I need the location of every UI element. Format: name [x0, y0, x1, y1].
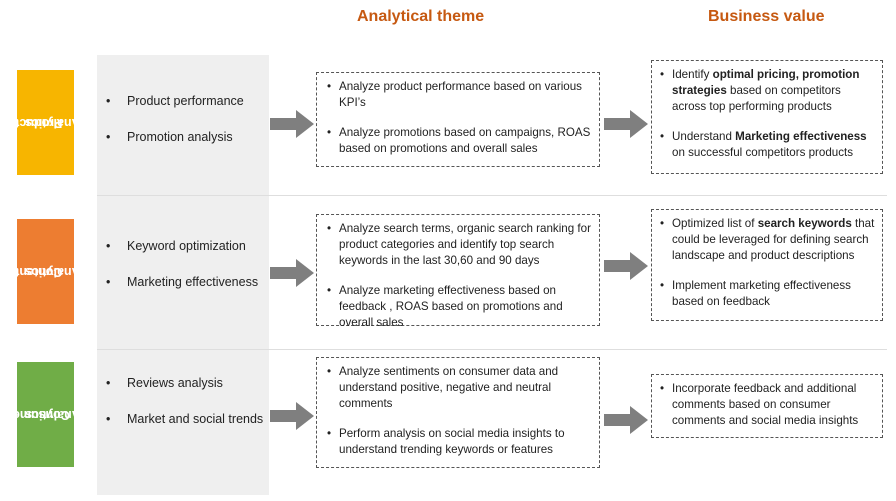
- value-list: Identify optimal pricing, promotion stra…: [654, 67, 878, 161]
- value-text: based on competitors across top performi…: [672, 84, 841, 113]
- value-item: Incorporate feedback and additional comm…: [654, 381, 878, 429]
- focus-item: Marketing effectiveness: [104, 274, 269, 310]
- value-box-content: Optimized list of search keywords that c…: [651, 209, 883, 321]
- value-item: Implement marketing effectiveness based …: [654, 278, 878, 310]
- value-text: that could be leveraged for defining sea…: [672, 217, 875, 262]
- value-text: Optimized list of: [672, 217, 758, 230]
- arrow-right-icon: [270, 110, 314, 138]
- category-label-line: Analytics: [24, 115, 81, 130]
- focus-item: Reviews analysis: [104, 375, 269, 411]
- value-item: Optimized list of search keywords that c…: [654, 216, 878, 264]
- focus-item: Market and social trends: [104, 411, 269, 447]
- analysis-box-consumer: Analyze sentiments on consumer data and …: [316, 357, 600, 468]
- analytical-theme-header: Analytical theme: [357, 8, 485, 25]
- analysis-box-content: Analyze search terms, organic search ran…: [316, 214, 600, 329]
- value-text: Incorporate feedback and additional comm…: [672, 382, 859, 427]
- analysis-item: Analyze marketing effectiveness based on…: [321, 283, 593, 331]
- value-list: Optimized list of search keywords that c…: [654, 216, 878, 310]
- analysis-item: Analyze promotions based on campaigns, R…: [321, 125, 593, 157]
- analysis-item: Analyze product performance based on var…: [321, 79, 593, 111]
- value-list: Incorporate feedback and additional comm…: [654, 381, 878, 429]
- value-text: Implement marketing effectiveness based …: [672, 279, 851, 308]
- value-box-consumer: Incorporate feedback and additional comm…: [651, 374, 883, 438]
- row-divider: [97, 195, 887, 196]
- value-text: on successful competitors products: [672, 146, 854, 159]
- analysis-item: Analyze sentiments on consumer data and …: [321, 364, 593, 412]
- category-label-line: Analytics: [24, 407, 81, 422]
- business-value-header: Business value: [708, 8, 825, 25]
- value-item: Identify optimal pricing, promotion stra…: [654, 67, 878, 115]
- focus-list-content: Keyword optimization Marketing effective…: [104, 238, 269, 310]
- arrow-right-icon: [604, 406, 648, 434]
- focus-item: Promotion analysis: [104, 129, 269, 165]
- focus-item: Keyword optimization: [104, 238, 269, 274]
- value-item: Understand Marketing effectiveness on su…: [654, 129, 878, 161]
- value-emphasis: optimal pricing, promotion strategies: [672, 68, 860, 97]
- arrow-right-icon: [270, 402, 314, 430]
- analysis-item: Analyze search terms, organic search ran…: [321, 221, 593, 269]
- value-text: Identify: [672, 68, 713, 81]
- category-label-line: Analytics: [24, 264, 81, 279]
- value-emphasis: search keywords: [757, 217, 852, 230]
- arrow-right-icon: [604, 252, 648, 280]
- value-emphasis: Marketing effectiveness: [735, 130, 867, 143]
- focus-list-consumer: Reviews analysis Market and social trend…: [104, 375, 269, 447]
- focus-list-product: Product performance Promotion analysis: [104, 93, 269, 165]
- row-divider: [97, 349, 887, 350]
- focus-item: Product performance: [104, 93, 269, 129]
- arrow-right-icon: [270, 259, 314, 287]
- value-text: Understand: [672, 130, 736, 143]
- analysis-box-product: Analyze product performance based on var…: [316, 72, 600, 167]
- analysis-item: Perform analysis on social media insight…: [321, 426, 593, 458]
- value-box-product: Identify optimal pricing, promotion stra…: [651, 60, 883, 174]
- arrow-right-icon: [604, 110, 648, 138]
